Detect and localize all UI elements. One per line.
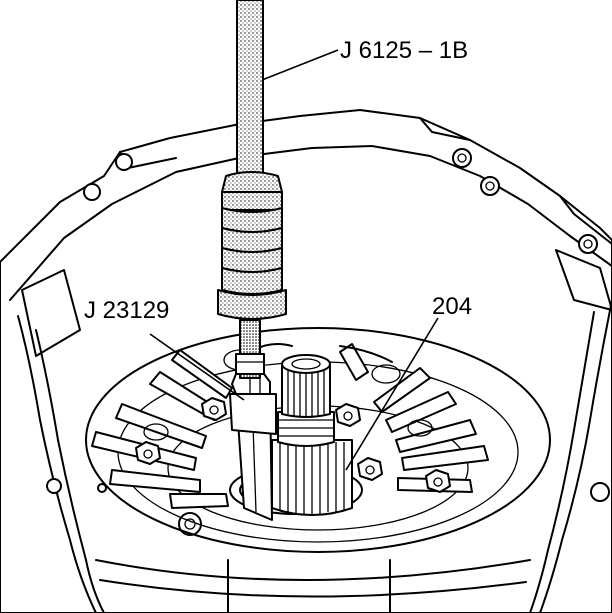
- label-j23129: J 23129: [84, 297, 169, 324]
- label-j6125: J 6125 – 1B: [340, 37, 468, 64]
- leader-j23129: [149, 333, 245, 401]
- callout-leaders: [149, 49, 439, 471]
- slide-hammer-j6125: [217, 0, 287, 379]
- bolt-lower-left: [135, 441, 161, 465]
- bolt-far-right: [425, 469, 451, 493]
- bolt-right: [335, 403, 361, 427]
- output-shaft: [271, 354, 353, 516]
- puller-j23129: [229, 373, 277, 521]
- bolt-heads: [135, 397, 451, 493]
- bolt-lower-right: [357, 457, 383, 481]
- label-204: 204: [432, 293, 472, 320]
- reaction-plate-fins: [91, 343, 489, 509]
- leader-204: [345, 317, 439, 471]
- bolt-left: [201, 397, 227, 421]
- leader-j6125: [261, 49, 339, 81]
